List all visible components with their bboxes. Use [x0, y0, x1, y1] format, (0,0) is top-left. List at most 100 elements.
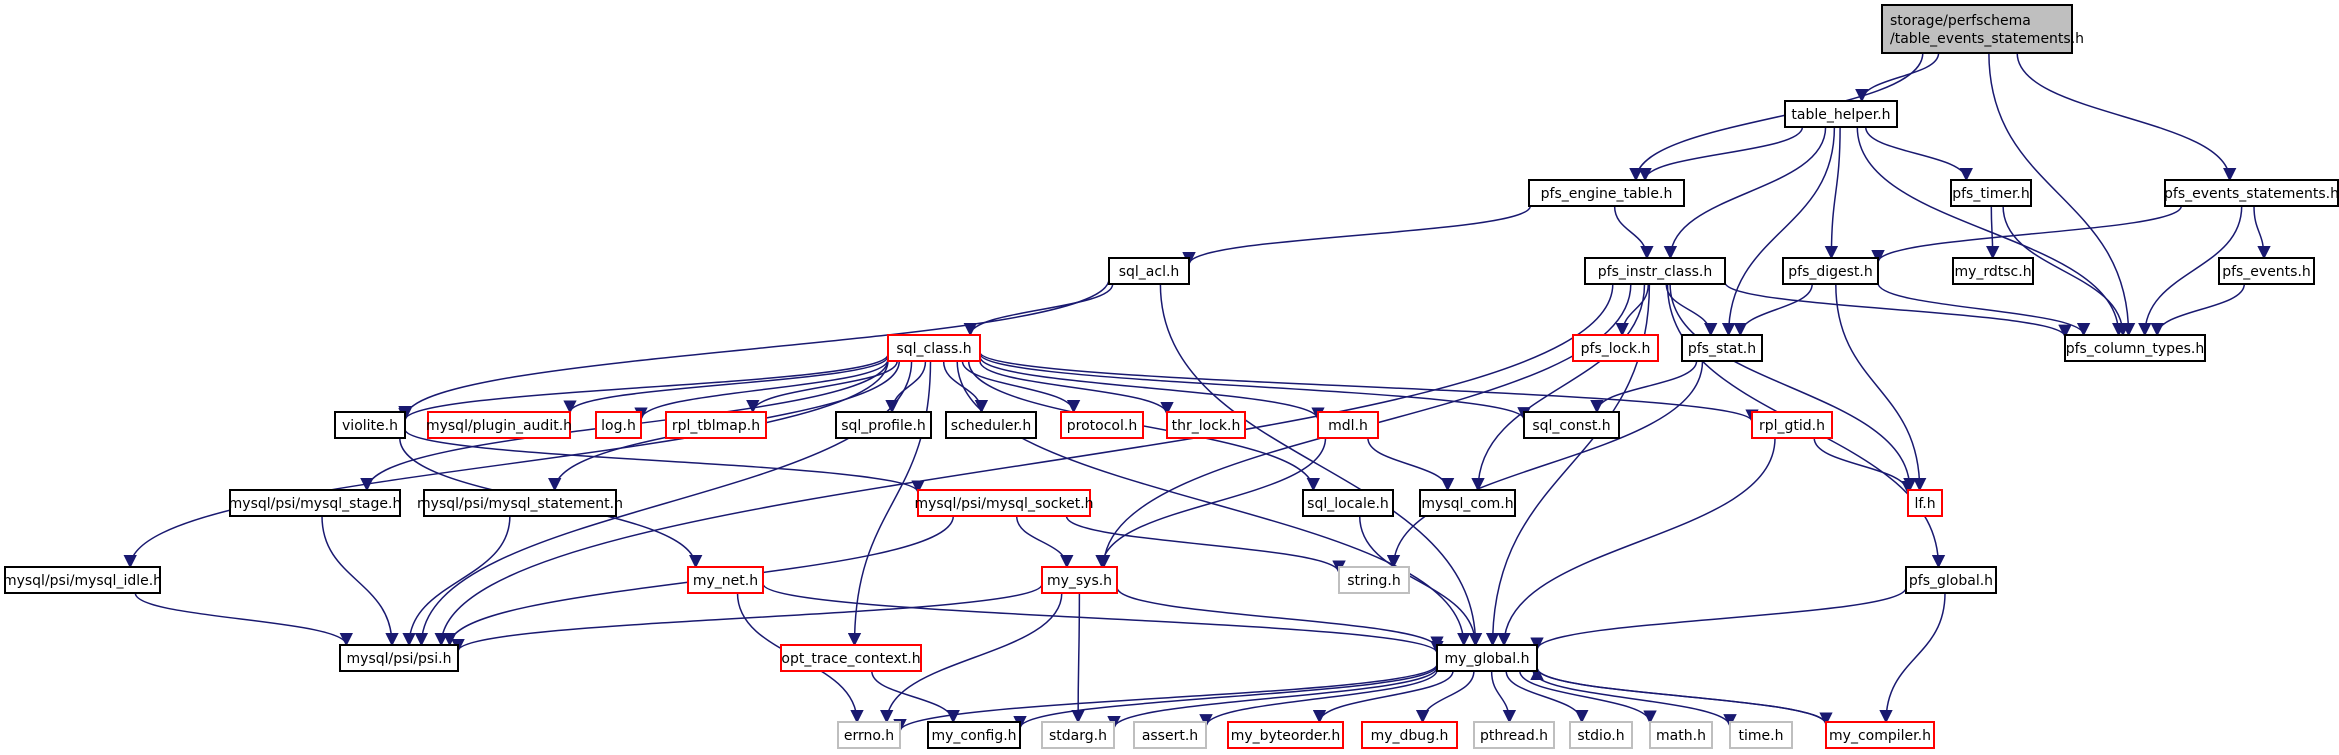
- node-assert[interactable]: assert.h: [1133, 721, 1207, 749]
- node-label: pfs_column_types.h: [2066, 341, 2205, 357]
- node-box: [1950, 179, 2032, 207]
- node-box: [2218, 257, 2315, 285]
- edge-pfs_events-to-pfs_column_types: [2150, 283, 2246, 337]
- node-rpl-gtid[interactable]: rpl_gtid.h: [1751, 411, 1833, 439]
- edge-sql_class-to-violite: [398, 353, 889, 422]
- node-box: [665, 411, 767, 439]
- edge-my_global-to-math: [1519, 670, 1657, 725]
- node-mdl[interactable]: mdl.h: [1317, 411, 1379, 439]
- edge-psi_mysql_socket-to-my_sys: [1015, 515, 1074, 569]
- node-pthread[interactable]: pthread.h: [1473, 721, 1555, 749]
- node-my-dbug[interactable]: my_dbug.h: [1361, 721, 1458, 749]
- node-my-sys[interactable]: my_sys.h: [1041, 566, 1118, 594]
- node-label: sql_const.h: [1532, 418, 1610, 434]
- node-label: thr_lock.h: [1172, 418, 1241, 434]
- node-mysql-com[interactable]: mysql_com.h: [1419, 489, 1516, 517]
- node-label: time.h: [1739, 728, 1784, 744]
- node-box: [423, 489, 617, 517]
- node-label: my_config.h: [931, 728, 1016, 744]
- edge-my_net-to-my_global: [762, 583, 1444, 655]
- node-my-byteorder[interactable]: my_byteorder.h: [1227, 721, 1344, 749]
- node-box: [595, 411, 642, 439]
- node-box: [837, 721, 901, 749]
- node-my-compiler[interactable]: my_compiler.h: [1825, 721, 1935, 749]
- node-my-global[interactable]: my_global.h: [1436, 644, 1538, 672]
- node-sql-class[interactable]: sql_class.h: [887, 334, 981, 362]
- node-table-helper[interactable]: table_helper.h: [1784, 100, 1898, 128]
- node-math[interactable]: math.h: [1649, 721, 1713, 749]
- node-stdarg[interactable]: stdarg.h: [1041, 721, 1115, 749]
- node-sql-const[interactable]: sql_const.h: [1523, 411, 1620, 439]
- node-label: mysql/psi/mysql_socket.h: [914, 496, 1093, 512]
- node-root: storage/perfschema/table_events_statemen…: [1881, 4, 2084, 54]
- node-thr-lock[interactable]: thr_lock.h: [1166, 411, 1246, 439]
- node-box: [780, 644, 922, 672]
- edge-pfs_instr_class-to-psi: [434, 283, 1614, 647]
- node-box: [1108, 257, 1190, 285]
- node-string[interactable]: string.h: [1338, 566, 1410, 594]
- edge-my_global-to-pthread: [1490, 670, 1517, 724]
- node-pfs-stat[interactable]: pfs_stat.h: [1681, 334, 1763, 362]
- node-psi-mysql-idle[interactable]: mysql/psi/mysql_idle.h: [3, 566, 162, 594]
- edge-pfs_engine_table-to-sql_acl: [1182, 205, 1532, 266]
- edge-pfs_events_statements-to-pfs_events: [2253, 205, 2271, 260]
- edge-root-to-pfs_events_statements: [2016, 52, 2237, 182]
- node-label: pfs_global.h: [1909, 573, 1993, 589]
- node-violite[interactable]: violite.h: [334, 411, 406, 439]
- node-label: my_global.h: [1445, 651, 1530, 667]
- node-psi[interactable]: mysql/psi/psi.h: [339, 644, 459, 672]
- edge-my_global-to-stdarg: [1107, 667, 1438, 730]
- node-errno[interactable]: errno.h: [837, 721, 901, 749]
- node-pfs-instr-class[interactable]: pfs_instr_class.h: [1584, 257, 1726, 285]
- node-label: pthread.h: [1480, 728, 1548, 744]
- node-label: pfs_engine_table.h: [1541, 186, 1673, 202]
- node-time[interactable]: time.h: [1729, 721, 1793, 749]
- node-pfs-lock[interactable]: pfs_lock.h: [1572, 334, 1659, 362]
- edge-mdl-to-mysql_com: [1367, 437, 1455, 492]
- node-label: sql_profile.h: [841, 418, 926, 434]
- node-label: opt_trace_context.h: [781, 651, 920, 667]
- node-sql-profile[interactable]: sql_profile.h: [835, 411, 932, 439]
- node-psi-mysql-statement[interactable]: mysql/psi/mysql_statement.h: [417, 489, 623, 517]
- node-my-net[interactable]: my_net.h: [687, 566, 764, 594]
- edge-table_helper-to-pfs_column_types: [1856, 126, 2126, 337]
- node-pfs-global[interactable]: pfs_global.h: [1905, 566, 1997, 594]
- edge-rpl_gtid-to-my_global: [1497, 437, 1776, 647]
- edge-sql_class-to-mysql_plugin_audit: [563, 355, 889, 414]
- node-lf[interactable]: lf.h: [1907, 489, 1943, 517]
- node-box: [1784, 100, 1898, 128]
- node-pfs-engine-table[interactable]: pfs_engine_table.h: [1528, 179, 1685, 207]
- node-log[interactable]: log.h: [595, 411, 642, 439]
- node-label: assert.h: [1142, 728, 1198, 744]
- node-scheduler[interactable]: scheduler.h: [945, 411, 1037, 439]
- node-box: [1338, 566, 1410, 594]
- edge-violite-to-psi_mysql_socket: [404, 428, 925, 494]
- node-pfs-timer[interactable]: pfs_timer.h: [1950, 179, 2032, 207]
- node-box: [1952, 257, 2034, 285]
- node-label: pfs_digest.h: [1788, 264, 1873, 280]
- node-box: [1361, 721, 1458, 749]
- node-label: scheduler.h: [951, 418, 1032, 434]
- node-box: [1302, 489, 1394, 517]
- node-sql-locale[interactable]: sql_locale.h: [1302, 489, 1394, 517]
- node-pfs-events-statements[interactable]: pfs_events_statements.h: [2164, 179, 2339, 207]
- node-psi-mysql-stage[interactable]: mysql/psi/mysql_stage.h: [229, 489, 402, 517]
- node-pfs-digest[interactable]: pfs_digest.h: [1782, 257, 1879, 285]
- node-psi-mysql-socket[interactable]: mysql/psi/mysql_socket.h: [914, 489, 1094, 517]
- node-sql-acl[interactable]: sql_acl.h: [1108, 257, 1190, 285]
- node-opt-trace-context[interactable]: opt_trace_context.h: [780, 644, 922, 672]
- edge-sql_acl-to-sql_class: [963, 283, 1114, 337]
- node-my-config[interactable]: my_config.h: [927, 721, 1021, 749]
- node-box: [229, 489, 401, 517]
- node-my-rdtsc[interactable]: my_rdtsc.h: [1952, 257, 2034, 285]
- edge-my_global-to-assert: [1199, 669, 1438, 728]
- node-pfs-events[interactable]: pfs_events.h: [2218, 257, 2315, 285]
- edge-sql_class-to-psi_mysql_idle: [123, 360, 889, 569]
- node-rpl-tblmap[interactable]: rpl_tblmap.h: [665, 411, 767, 439]
- node-stdio[interactable]: stdio.h: [1569, 721, 1633, 749]
- node-mysql-plugin-audit[interactable]: mysql/plugin_audit.h: [426, 411, 572, 439]
- edge-sql_class-to-mdl: [979, 356, 1325, 421]
- node-protocol[interactable]: protocol.h: [1060, 411, 1144, 439]
- node-pfs-column-types[interactable]: pfs_column_types.h: [2064, 334, 2206, 362]
